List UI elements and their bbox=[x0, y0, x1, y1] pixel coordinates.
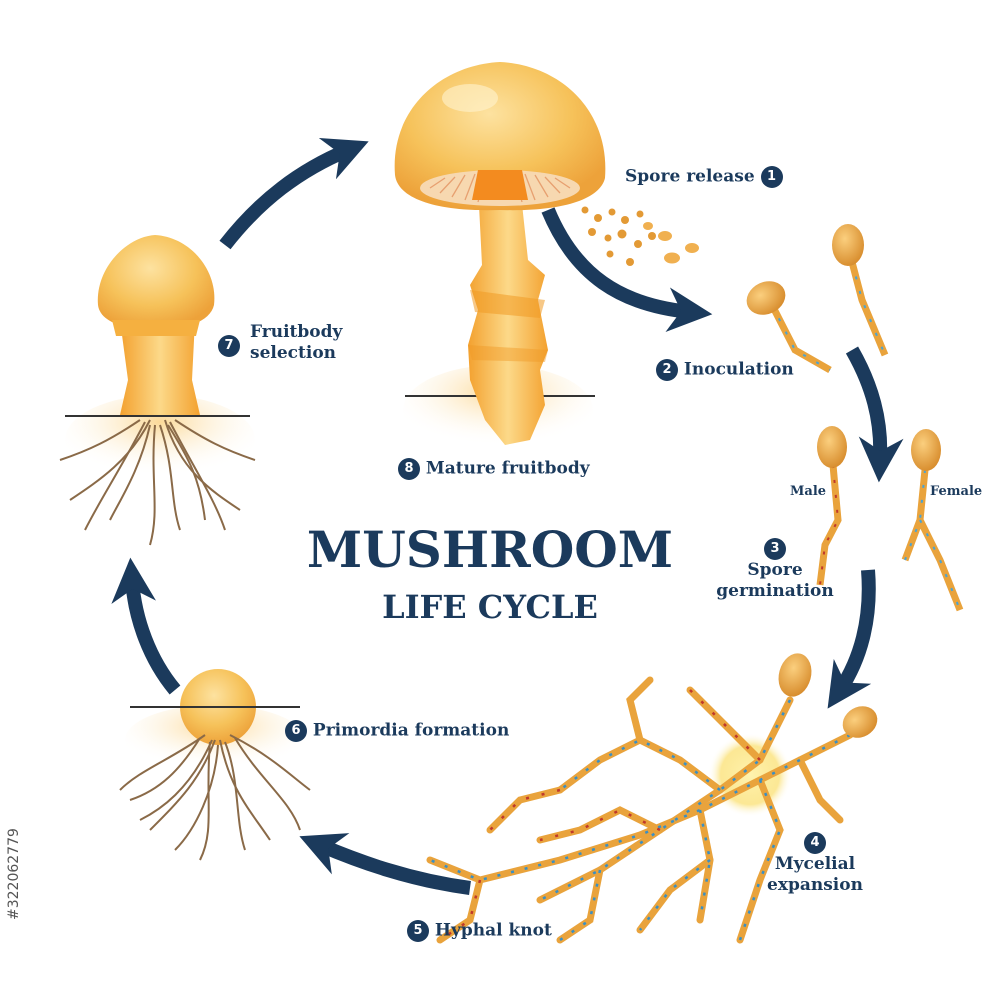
stage-3-label: 3 Spore germination bbox=[715, 538, 835, 602]
stage-1-badge: 1 bbox=[760, 166, 783, 188]
stage-2-label: 2 Inoculation bbox=[656, 359, 794, 381]
stage-1-text: Spore release bbox=[625, 166, 755, 187]
arrow-3-to-4 bbox=[827, 569, 876, 709]
stock-id-text: #322062779 bbox=[6, 828, 22, 920]
title-line-1: MUSHROOM bbox=[306, 520, 674, 579]
stage-3-text-line-2: germination bbox=[716, 581, 834, 601]
stage-7-text-line-1: Fruitbody bbox=[250, 322, 343, 342]
stage-8-badge: 8 bbox=[398, 458, 420, 480]
arrow-8-to-1 bbox=[541, 207, 713, 333]
stage-4-label: 4 Mycelial expansion bbox=[755, 832, 875, 896]
stage-5-text: Hyphal knot bbox=[434, 920, 552, 941]
stage-6-label: 6 Primordia formation bbox=[285, 720, 509, 742]
female-label: Female bbox=[930, 484, 983, 499]
stage-7-text-line-2: selection bbox=[250, 343, 337, 363]
arrow-2-to-3 bbox=[845, 346, 904, 483]
cycle-arrows bbox=[111, 137, 904, 895]
stage-2-text: Inoculation bbox=[683, 359, 794, 380]
stage-5-label: 5 Hyphal knot bbox=[407, 920, 552, 942]
stock-id-watermark: #322062779 bbox=[4, 760, 24, 920]
stage-3-badge: 3 bbox=[764, 538, 786, 560]
stage-7-label: 7 Fruitbody selection bbox=[218, 322, 342, 364]
stage-3-text-line-1: Spore bbox=[747, 560, 803, 580]
stage-6-text: Primordia formation bbox=[312, 720, 510, 741]
stage-8-label: 8 Mature fruitbody bbox=[398, 458, 590, 480]
stage-2-badge: 2 bbox=[656, 359, 678, 381]
arrow-7-to-8 bbox=[219, 137, 369, 250]
spores-cluster bbox=[581, 206, 699, 266]
male-label: Male bbox=[790, 484, 827, 499]
arrow-6-to-7 bbox=[111, 557, 181, 695]
stage-4-text-line-1: Mycelial bbox=[774, 854, 856, 874]
mycelium-network bbox=[426, 653, 878, 944]
stage-5-badge: 5 bbox=[407, 920, 429, 942]
stage-6-badge: 6 bbox=[285, 720, 307, 742]
arrow-5-to-6 bbox=[299, 833, 471, 895]
stage-4-text-line-2: expansion bbox=[767, 875, 863, 895]
inoculation-spores bbox=[746, 224, 889, 374]
stage-1-label: Spore release 1 bbox=[625, 166, 783, 188]
young-fruitbody-illustration bbox=[59, 235, 256, 546]
stage-7-badge: 7 bbox=[218, 335, 240, 357]
germinating-spores bbox=[816, 426, 964, 612]
title-line-2: LIFE CYCLE bbox=[382, 588, 598, 626]
primordia-illustration bbox=[119, 669, 311, 861]
stage-8-text: Mature fruitbody bbox=[425, 458, 590, 479]
mature-fruitbody-illustration bbox=[394, 62, 606, 455]
stage-4-badge: 4 bbox=[804, 832, 826, 854]
